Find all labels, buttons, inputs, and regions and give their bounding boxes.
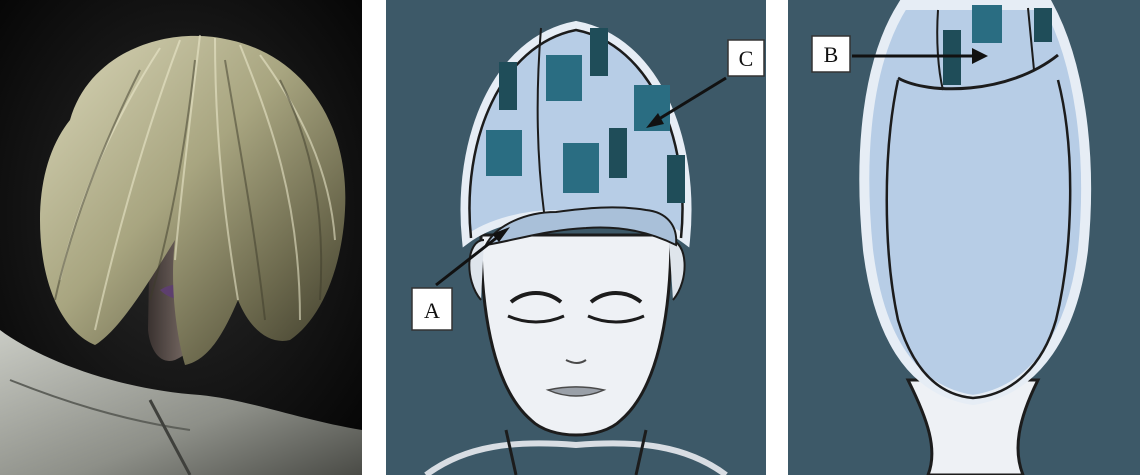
front-view-sectioning-diagram: A C — [386, 0, 766, 475]
bob-haircut-photo — [0, 0, 362, 475]
back-view-sectioning-diagram: B — [788, 0, 1140, 475]
back-head-outline — [864, 5, 1086, 400]
back-head-diagram: B — [788, 0, 1140, 475]
label-b: B — [824, 42, 839, 67]
bob-haircut-illustration — [0, 0, 362, 475]
front-head-diagram: A C — [386, 0, 766, 475]
label-a: A — [424, 298, 440, 323]
label-c: C — [739, 46, 754, 71]
